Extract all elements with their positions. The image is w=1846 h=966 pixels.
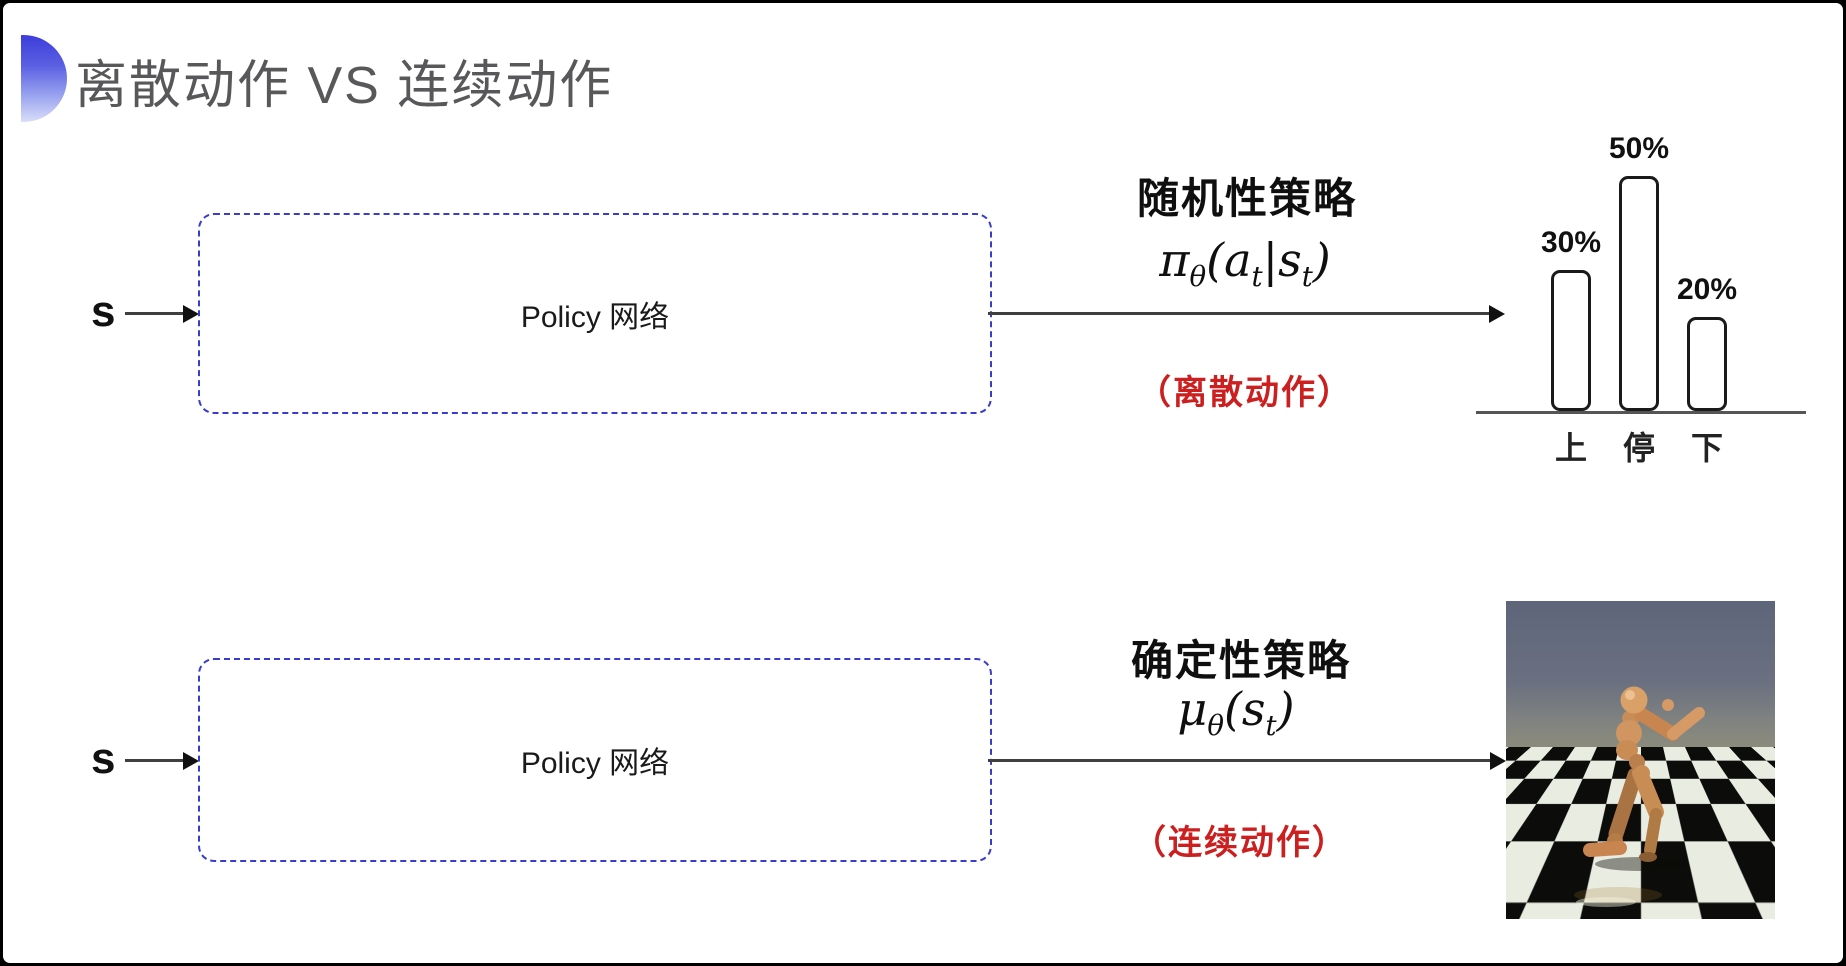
blue-half-circle-icon (21, 35, 67, 122)
arrowhead-icon (1489, 305, 1505, 323)
bar-下 (1687, 317, 1727, 411)
state-input-label-bottom: s (91, 734, 116, 783)
deterministic-policy-title: 确定性策略 (1130, 637, 1352, 684)
stochastic-policy-title: 随机性策略 (1136, 175, 1358, 222)
bar-value-label: 20% (1676, 273, 1738, 306)
policy-network-box-bottom: Policy 网络 (198, 658, 992, 862)
state-input-label-top: s (91, 287, 116, 336)
humanoid-figure (1574, 686, 1705, 907)
policy-network-label-top: Policy 网络 (520, 300, 670, 334)
bar-category-label: 下 (1690, 430, 1724, 466)
discrete-action-note: （离散动作） (1137, 374, 1353, 412)
chart-baseline (1476, 411, 1806, 414)
deterministic-policy-formula: μθ(st) (1177, 682, 1295, 743)
bar-停 (1619, 176, 1659, 411)
action-probability-bar-chart: 30% 上 50% 停 20% 下 (1476, 103, 1806, 473)
bar-上 (1551, 270, 1591, 411)
arrowhead-icon (1490, 752, 1506, 770)
bar-value-label: 30% (1540, 226, 1602, 259)
bar-category-label: 停 (1622, 430, 1656, 466)
arrow-s-to-policy-top (125, 312, 185, 315)
arrow-policy-to-chart (988, 312, 1489, 315)
stochastic-policy-formula: πθ(at|st) (1159, 233, 1331, 294)
arrowhead-icon (183, 752, 199, 770)
continuous-action-note: （连续动作） (1132, 824, 1348, 862)
page-title: 离散动作 VS 连续动作 (75, 57, 614, 115)
title-bullet-icon (21, 35, 67, 122)
bar-category-label: 上 (1554, 430, 1588, 466)
arrow-s-to-policy-bottom (125, 759, 185, 762)
arrow-policy-to-simulation (988, 759, 1490, 762)
policy-network-label-bottom: Policy 网络 (520, 747, 670, 780)
bar-value-label: 50% (1608, 132, 1670, 165)
humanoid-simulation-image (1506, 601, 1775, 919)
policy-network-box-top: Policy 网络 (198, 213, 992, 414)
simulation-sky (1506, 601, 1775, 749)
arrowhead-icon (183, 305, 199, 323)
